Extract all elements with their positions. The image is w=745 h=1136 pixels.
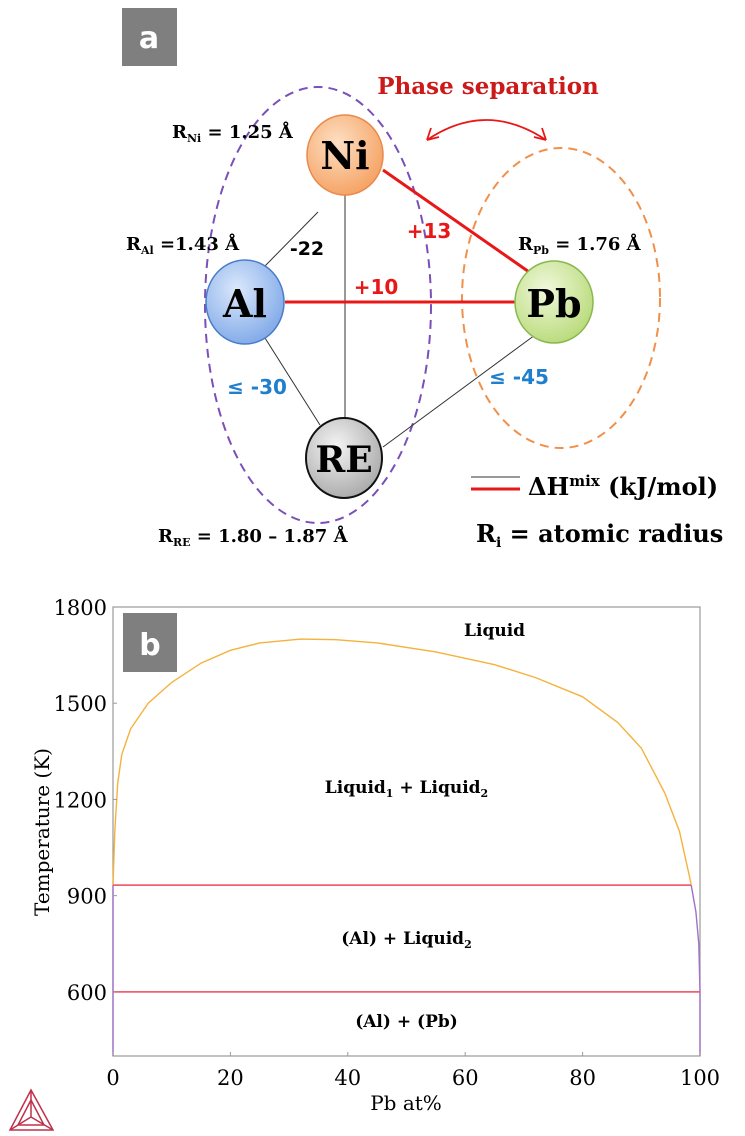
bond-value-ni-al: -22 (290, 238, 324, 260)
y-tick-label: 1200 (54, 788, 107, 812)
bond-value-ni-pb: +13 (407, 219, 452, 243)
x-tick-label: 80 (569, 1066, 596, 1090)
group1-ellipse (204, 86, 432, 524)
region-label: (Al) + (Pb) (355, 1012, 458, 1032)
element-re: RE (305, 417, 383, 499)
element-symbol: Ni (320, 133, 369, 178)
region-label: (Al) + Liquid2 (341, 929, 471, 951)
y-tick-label: 1800 (54, 596, 107, 620)
double-arrow-icon (426, 119, 547, 141)
radius-al-label: RAl =1.43 Å (126, 232, 240, 257)
radius-pb-label: RPb = 1.76 Å (518, 232, 642, 257)
thermo-calc-logo-icon (8, 1088, 55, 1131)
bond-ni-al (264, 211, 319, 267)
x-axis-label: Pb at% (370, 1091, 442, 1115)
x-tick-label: 0 (106, 1066, 119, 1090)
x-tick-label: 20 (217, 1066, 244, 1090)
bond-al-re (264, 337, 321, 426)
radius-re-label: RRE = 1.80 – 1.87 Å (158, 524, 349, 549)
series-line-liquidus-Pb-side (690, 884, 701, 1056)
x-tick-label: 40 (334, 1066, 361, 1090)
y-axis-label: Temperature (K) (30, 748, 54, 916)
y-tick-label: 1500 (54, 692, 107, 716)
element-symbol: Pb (526, 281, 581, 326)
element-al: Al (205, 259, 285, 345)
element-pb: Pb (514, 260, 594, 344)
x-tick-label: 60 (452, 1066, 479, 1090)
element-symbol: Al (222, 281, 267, 326)
plot-frame (112, 606, 701, 1057)
panel-a-label: a (139, 21, 159, 56)
panel-a: a Phase separation Ni Al (122, 8, 723, 551)
bond-pb-re (382, 334, 536, 448)
panel-b-label-box (123, 613, 177, 672)
radius-ni-label: RNi = 1.25 Å (172, 120, 294, 145)
y-tick-label: 600 (67, 981, 107, 1005)
panel-a-label-box (122, 8, 177, 66)
bond-value-pb-re: ≤ -45 (489, 365, 549, 389)
bond-value-al-re: ≤ -30 (227, 375, 287, 399)
bond-value-al-pb: +10 (354, 275, 399, 299)
phase-separation-title: Phase separation (377, 73, 599, 100)
panel-b-label: b (139, 628, 160, 663)
group2-ellipse (461, 147, 661, 449)
x-tick-label: 100 (680, 1066, 720, 1090)
series-line-miscibility-gap (112, 638, 692, 886)
region-label: Liquid1 + Liquid2 (325, 778, 488, 800)
element-ni: Ni (306, 114, 384, 196)
y-tick-label: 900 (67, 885, 107, 909)
element-symbol: RE (315, 439, 372, 481)
legend-radius-label: Ri = atomic radius (476, 519, 723, 551)
bond-ni-pb (382, 168, 533, 276)
legend-dh-label: ΔHmix (kJ/mol) (528, 472, 718, 501)
region-label: Liquid (464, 621, 525, 641)
panel-b-chart: 0 20 40 60 80 100 600 900 1200 1500 1800 LiquidLiq… (8, 596, 720, 1131)
